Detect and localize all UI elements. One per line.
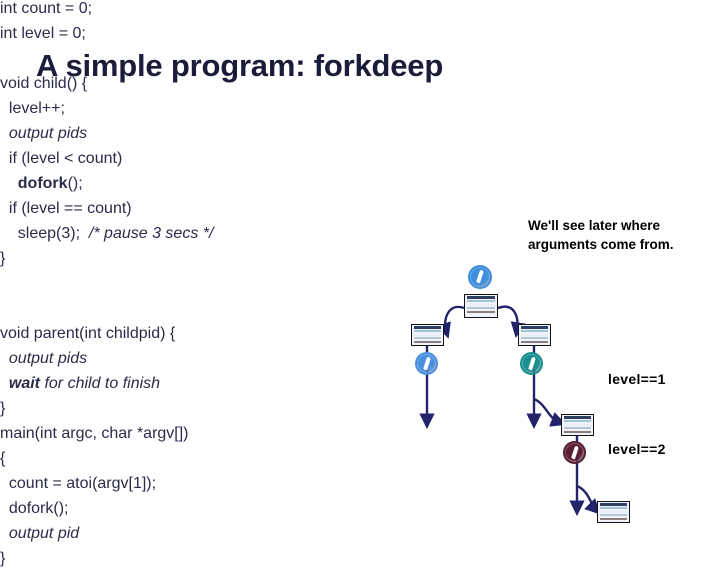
code-segment: output pid [8,525,80,542]
fork-arrow-level2-to-level3 [576,484,601,515]
code-left-line-l5: level++; [0,100,330,125]
code-left-line-l17: } [0,400,330,425]
code-segment: output pids [8,125,88,142]
code-right-line-r2: { [0,450,300,475]
annotation-line-1: We'll see later where [528,218,661,233]
code-segment: count = atoi(argv[1]); [0,475,157,492]
code-right-line-r1: main(int argc, char *argv[]) [0,425,300,450]
code-segment: if (level == count) [0,200,132,217]
code-left-line-l4: void child() { [0,75,330,100]
code-segment: } [0,400,6,417]
code-segment: if (level < count) [0,150,123,167]
code-segment: for child to finish [40,375,161,392]
code-left-line-l16: wait for child to finish [0,375,330,400]
code-left-line-l9: if (level == count) [0,200,330,225]
code-left-line-l6: output pids [0,125,330,150]
code-segment: } [0,550,6,567]
code-segment: sleep(3); [0,225,89,242]
label-level-2: level==2 [608,441,666,457]
code-left-line-l7: if (level < count) [0,150,330,175]
code-left-line-l8: dofork(); [0,175,330,200]
code-segment: wait [8,375,41,392]
fork-arrow-level1-to-level2 [533,397,567,427]
code-segment: level++; [0,100,65,117]
code-right-line-r5: output pid [0,525,300,550]
code-left-line-l11: } [0,250,330,275]
code-right-line-r4: dofork(); [0,500,300,525]
label-level-1: level==1 [608,371,666,387]
code-segment: } [0,250,6,267]
code-right-line-r6: } [0,550,300,575]
code-left-line-l14: void parent(int childpid) { [0,325,330,350]
code-segment: /* pause 3 secs */ [88,225,214,242]
code-left-line-l2: int level = 0; [0,25,330,50]
code-segment: void child() { [0,75,88,92]
fork-arrow-root-to-left [436,305,465,339]
code-left-line-l1: int count = 0; [0,0,330,25]
code-segment: int level = 0; [0,25,86,42]
code-segment: main(int argc, char *argv[]) [0,425,189,442]
code-right-line-r3: count = atoi(argv[1]); [0,475,300,500]
code-segment: { [0,450,6,467]
code-segment: int count = 0; [0,0,93,17]
process-tree-arrows [419,305,601,517]
code-left-line-l15: output pids [0,350,330,375]
annotation-line-2: arguments come from. [528,237,674,252]
code-segment: void parent(int childpid) { [0,325,176,342]
page-title: A simple program: forkdeep [36,48,444,83]
code-left-line-l10: sleep(3); /* pause 3 secs */ [0,225,330,250]
code-segment: (); [67,175,83,192]
code-segment: dofork(); [0,500,69,517]
code-segment: dofork [17,175,68,192]
annotation-text: We'll see later where arguments come fro… [528,216,718,254]
fork-arrow-root-to-right [497,305,526,339]
code-segment: output pids [8,350,88,367]
code-block-left: int count = 0; int level = 0; void child(… [0,0,330,425]
